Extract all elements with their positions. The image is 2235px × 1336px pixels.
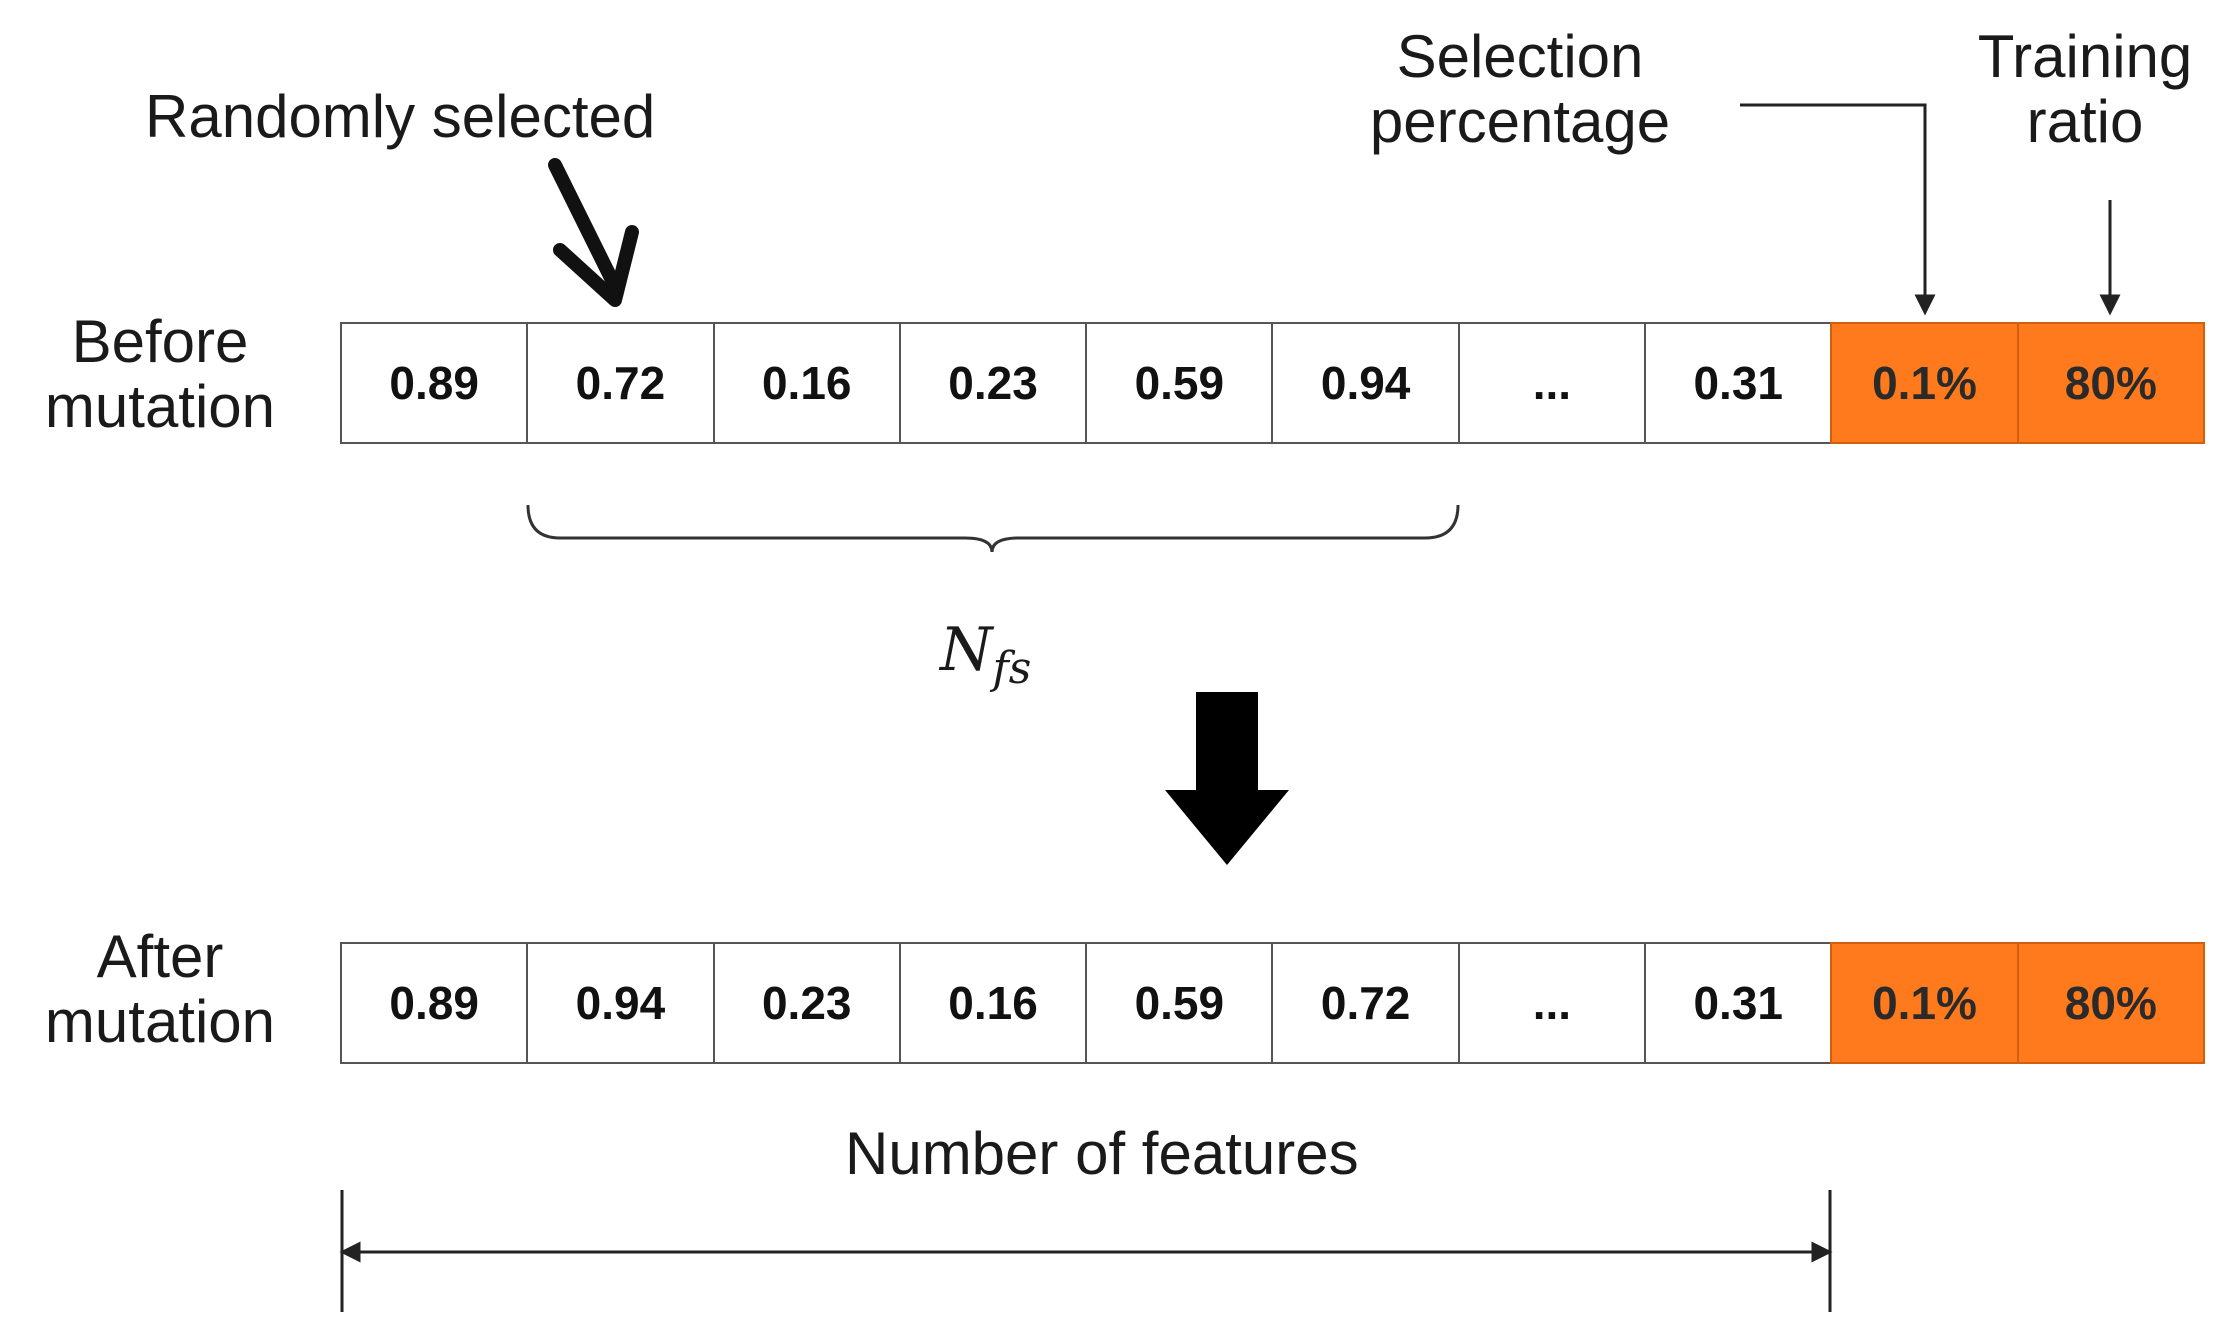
number-of-features-dimension-line xyxy=(339,1190,1833,1312)
after-mutation-chromosome: 0.89 0.94 0.23 0.16 0.59 0.72 ... 0.31 0… xyxy=(340,942,2205,1064)
randomly-selected-label: Randomly selected xyxy=(145,83,656,150)
before-training-ratio-cell: 80% xyxy=(2016,322,2205,444)
after-selection-percentage-cell: 0.1% xyxy=(1830,942,2017,1064)
after-mutation-line-2: mutation xyxy=(44,987,276,1055)
before-cell-last-feature: 0.31 xyxy=(1644,322,1831,444)
before-cell-3: 0.16 xyxy=(712,322,899,444)
after-cell-5: 0.59 xyxy=(1085,942,1272,1064)
before-cell-6: 0.94 xyxy=(1271,322,1458,444)
after-cell-ellipsis: ... xyxy=(1457,942,1645,1064)
before-selection-percentage-cell: 0.1% xyxy=(1830,322,2017,444)
selection-percentage-label: Selection percentage xyxy=(1330,23,1710,155)
after-cell-last-feature: 0.31 xyxy=(1644,942,1831,1064)
after-cell-4: 0.16 xyxy=(898,942,1086,1064)
training-ratio-line-2: ratio xyxy=(2026,87,2144,155)
after-cell-2: 0.94 xyxy=(526,942,713,1064)
number-of-features-label: Number of features xyxy=(845,1120,1359,1187)
before-cell-5: 0.59 xyxy=(1085,322,1272,444)
selection-percentage-pointer-arrow xyxy=(1740,103,1936,316)
before-mutation-line-2: mutation xyxy=(44,372,276,440)
after-training-ratio-cell: 80% xyxy=(2016,942,2205,1064)
before-cell-1: 0.89 xyxy=(340,322,527,444)
before-cell-ellipsis: ... xyxy=(1457,322,1645,444)
training-ratio-label: Training ratio xyxy=(1935,23,2235,155)
nfs-main: N xyxy=(940,615,993,685)
before-mutation-chromosome: 0.89 0.72 0.16 0.23 0.59 0.94 ... 0.31 0… xyxy=(340,322,2205,444)
after-cell-3: 0.23 xyxy=(712,942,899,1064)
after-cell-1: 0.89 xyxy=(340,942,527,1064)
selection-percentage-line-1: Selection xyxy=(1396,23,1644,90)
before-cell-2: 0.72 xyxy=(526,322,713,444)
before-cell-4: 0.23 xyxy=(898,322,1086,444)
selection-percentage-line-2: percentage xyxy=(1369,87,1671,155)
nfs-brace xyxy=(526,504,1460,553)
nfs-subscript: fs xyxy=(992,643,1032,694)
randomly-selected-arrow xyxy=(548,158,639,307)
training-ratio-line-1: Training xyxy=(1977,23,2193,90)
before-mutation-label: Before mutation xyxy=(0,308,320,440)
mutation-down-arrow xyxy=(1165,692,1289,865)
after-cell-6: 0.72 xyxy=(1271,942,1458,1064)
after-mutation-line-1: After xyxy=(96,923,224,990)
after-mutation-label: After mutation xyxy=(0,923,320,1055)
nfs-label: Nfs xyxy=(940,615,1031,694)
before-mutation-line-1: Before xyxy=(71,308,249,375)
